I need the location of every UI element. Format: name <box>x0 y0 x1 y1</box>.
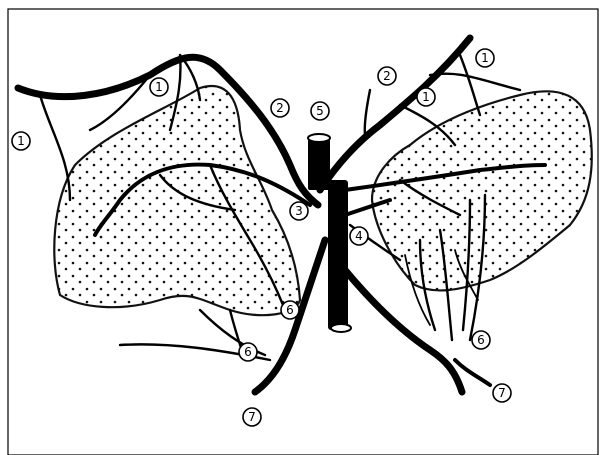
svg-text:2: 2 <box>276 101 284 115</box>
label-4: 4 <box>350 227 368 245</box>
label-2a: 2 <box>271 99 289 117</box>
svg-text:1: 1 <box>17 134 25 148</box>
svg-text:6: 6 <box>244 345 252 359</box>
svg-text:6: 6 <box>286 303 294 317</box>
label-3: 3 <box>290 202 308 220</box>
svg-text:6: 6 <box>477 333 485 347</box>
label-7b: 7 <box>493 384 511 402</box>
svg-text:4: 4 <box>355 229 363 243</box>
label-6b: 6 <box>239 343 257 361</box>
svg-text:3: 3 <box>295 204 303 218</box>
label-6c: 6 <box>472 331 490 349</box>
label-7a: 7 <box>243 408 261 426</box>
label-6a: 6 <box>281 301 299 319</box>
label-1b: 1 <box>12 132 30 150</box>
label-1a: 1 <box>150 78 168 96</box>
label-1c: 1 <box>476 49 494 67</box>
label-5: 5 <box>311 102 329 120</box>
svg-text:7: 7 <box>498 386 506 400</box>
svg-text:1: 1 <box>155 80 163 94</box>
svg-text:2: 2 <box>383 69 391 83</box>
svg-text:5: 5 <box>316 104 324 118</box>
label-2b: 2 <box>378 67 396 85</box>
svg-text:7: 7 <box>248 410 256 424</box>
svg-text:1: 1 <box>422 90 430 104</box>
central-trunk <box>308 134 351 332</box>
svg-text:1: 1 <box>481 51 489 65</box>
label-1d: 1 <box>417 88 435 106</box>
